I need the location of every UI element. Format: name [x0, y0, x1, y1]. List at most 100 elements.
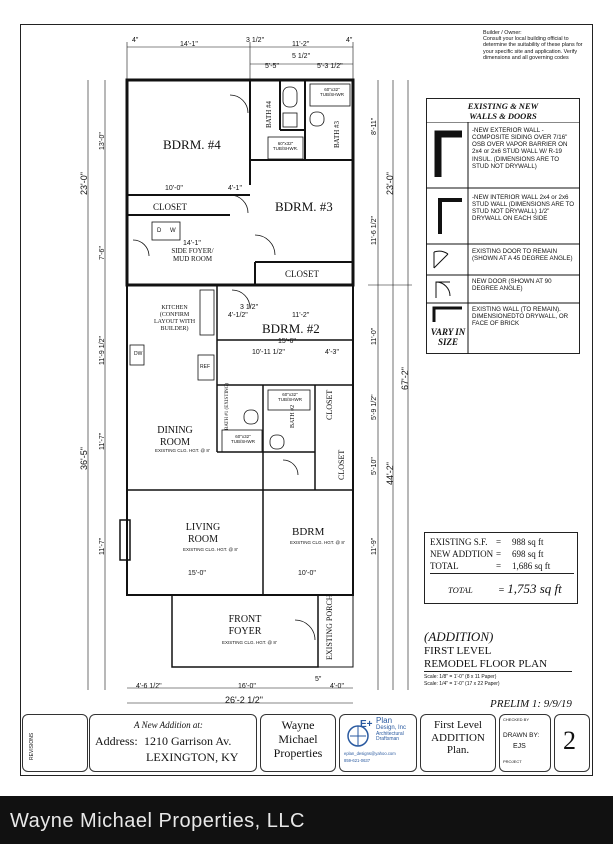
- room-label-bath3: BATH #3: [333, 120, 341, 148]
- dim-bot-26-2: 26'-2 1/2": [225, 695, 263, 705]
- dim-right-44-2: 44'-2": [385, 462, 395, 485]
- area-row-2: TOTAL=1,686 sq ft: [430, 561, 576, 571]
- dim-left-36-5: 36'-5": [79, 447, 89, 470]
- dim-in-10-0b: 10'-0": [298, 570, 316, 577]
- dim-top-11-2: 11'-2": [292, 41, 310, 48]
- tb-sheet-name: First Level ADDITION Plan.: [420, 719, 496, 757]
- area-value: 988 sq ft: [512, 537, 544, 547]
- dim-in-4-12: 4'-1/2": [228, 312, 248, 319]
- fixture-tub2: 60"x32" TUB/SHWR.: [272, 141, 299, 151]
- tb-designer-line1: Plan: [376, 716, 393, 725]
- plan-title-line2: REMODEL FLOOR PLAN: [424, 658, 548, 670]
- plan-addition-label: (ADDITION): [424, 629, 494, 644]
- room-label-bath2: BATH #2: [290, 404, 296, 428]
- room-label-closet-d: CLOSET: [337, 449, 346, 480]
- area-label: EXISTING S.F.: [430, 537, 488, 547]
- fixture-tub3: 60"x32" TUB/SHWR: [278, 392, 302, 402]
- legend-vary-label: VARY IN SIZE: [430, 327, 466, 347]
- tb-company-line3: Properties: [273, 745, 323, 760]
- fixture-ref: REF: [200, 364, 210, 370]
- area-value: 1,686 sq ft: [512, 561, 551, 571]
- dim-top-3-5: 3 1/2": [246, 37, 265, 44]
- area-total-value: 1,753 sq ft: [507, 581, 562, 596]
- floor-plan-drawing: [87, 42, 412, 704]
- legend-title: EXISTING & NEW WALLS & DOORS: [426, 101, 580, 122]
- tb-sheet-name-line2: ADDITION: [431, 731, 485, 744]
- builder-note: Builder / Owner: Consult your local buil…: [483, 30, 583, 61]
- dim-in-3-half: 3 1/2": [240, 304, 259, 311]
- tb-drawn-by: DRAWN BY:: [503, 732, 540, 739]
- dim-in-15-0: 15'-0": [188, 570, 206, 577]
- tb-revisions-cell: [22, 714, 88, 772]
- tb-sheet-number-cell: [554, 714, 590, 772]
- room-label-closet-a: CLOSET: [153, 202, 188, 212]
- svg-text:E+: E+: [360, 719, 373, 730]
- watermark-text: Wayne Michael Properties, LLC: [10, 810, 305, 832]
- legend-title-line1: EXISTING & NEW: [467, 101, 539, 111]
- tb-designer-line3: Architectural Draftsman: [376, 730, 404, 742]
- dim-in-15-6: 15'-6": [278, 338, 296, 345]
- dim-top-5-5: 5'-5": [265, 63, 279, 70]
- tb-company-line2: Michael: [278, 731, 318, 746]
- legend-title-line2: WALLS & DOORS: [469, 110, 537, 121]
- legend-item-1: -NEW EXTERIOR WALL -COMPOSITE SIDING OVE…: [472, 127, 568, 170]
- room-label-kitchen: KITCHEN (CONFIRM LAYOUT WITH BUILDER): [153, 305, 196, 332]
- clg-note-living: EXISTING CLG. HGT. @ 8': [183, 547, 238, 552]
- dim-right-5-9: 5'-9 1/2": [371, 394, 378, 420]
- watermark-bar: [0, 796, 613, 844]
- dim-right-8-11: 8'-11": [371, 117, 378, 135]
- tb-sheet-name-cell: [420, 714, 496, 772]
- legend-item-4: NEW DOOR (SHOWN AT 90 DEGREE ANGLE): [472, 278, 552, 293]
- area-total-eq: =: [498, 585, 508, 596]
- fixture-washer: W: [170, 228, 176, 234]
- area-row-0: EXISTING S.F.=988 sq ft: [430, 537, 576, 547]
- legend-box: [426, 98, 580, 354]
- plan-scale-2: Scale: 1/4" = 1'-0" (17 x 22 Paper): [424, 681, 500, 687]
- plan-title-underline: [424, 671, 572, 672]
- dim-in-10-0a: 10'-0": [165, 185, 183, 192]
- dim-right-67-2: 67'-2": [400, 367, 410, 390]
- dim-bot-4-0: 4'-0": [330, 683, 344, 690]
- dim-left-11-7b: 11'-7": [99, 537, 106, 555]
- area-row-1: NEW ADDTION=698 sq ft: [430, 549, 576, 559]
- dim-in-14-1: 14'-1": [183, 240, 201, 247]
- room-label-side-foyer: SIDE FOYER/ MUD ROOM: [171, 247, 214, 263]
- area-eq: =: [496, 561, 502, 571]
- room-label-living: LIVING ROOM: [185, 522, 221, 545]
- tb-designer-email: eplan_designs@yahoo.com: [344, 751, 396, 756]
- legend-item-3: EXISTING DOOR TO REMAIN (SHOWN AT A 45 D…: [472, 248, 573, 263]
- tb-company: Wayne Michael Properties: [260, 718, 336, 760]
- tb-address-label: Address:: [95, 734, 138, 748]
- tb-designer-cell: [339, 714, 417, 772]
- plan-title-line1: FIRST LEVEL: [424, 645, 492, 657]
- sheet-border: [20, 24, 593, 776]
- tb-designer: Plan Design, Inc Architectural Draftsman: [376, 716, 416, 742]
- room-label-bdrm: BDRM: [292, 526, 325, 538]
- fixture-dryer: D: [157, 228, 162, 234]
- area-label: NEW ADDTION: [430, 549, 494, 559]
- fixture-tub1: 60"x32" TUB/SHWR: [320, 87, 344, 97]
- tb-project: PROJECT: [503, 759, 522, 764]
- legend-item-5: EXISTING WALL (TO REMAIN). DIMENSIONEDTO…: [472, 306, 569, 328]
- tb-sheet-number: 2: [563, 726, 576, 755]
- dim-bot-4-6: 4'-6 1/2": [136, 683, 162, 690]
- tb-company-cell: [260, 714, 336, 772]
- room-label-bath1: BATH #1 (EXISTING): [225, 383, 230, 430]
- dim-top-14-1: 14'-1": [180, 41, 198, 48]
- dim-right-11-0: 11'-0": [371, 327, 378, 345]
- clg-note-bdrm: EXISTING CLG. HGT. @ 8': [290, 540, 345, 545]
- clg-note-dining: EXISTING CLG. HGT. @ 8': [155, 448, 210, 453]
- tb-drawn-cell: [499, 714, 551, 772]
- tb-address: 1210 Garrison Av.: [144, 734, 232, 748]
- prelim-date: PRELIM 1: 9/9/19: [490, 698, 572, 710]
- dim-bot-16: 16'-0": [238, 683, 256, 690]
- plan-scale-1: Scale: 1/8" = 1'-0" (8 x 11 Paper): [424, 674, 497, 680]
- fixture-tub4: 60"x32" TUB/SHWR: [231, 434, 255, 444]
- area-total-label: TOTAL: [448, 585, 473, 595]
- tb-city: LEXINGTON, KY: [146, 750, 239, 764]
- designer-logo-icon: E+: [347, 719, 373, 747]
- room-label-bath4: BATH #4: [265, 100, 273, 128]
- dim-top-5-half: 5 1/2": [292, 53, 311, 60]
- dim-top-5-3: 5'-3 1/2": [317, 63, 343, 70]
